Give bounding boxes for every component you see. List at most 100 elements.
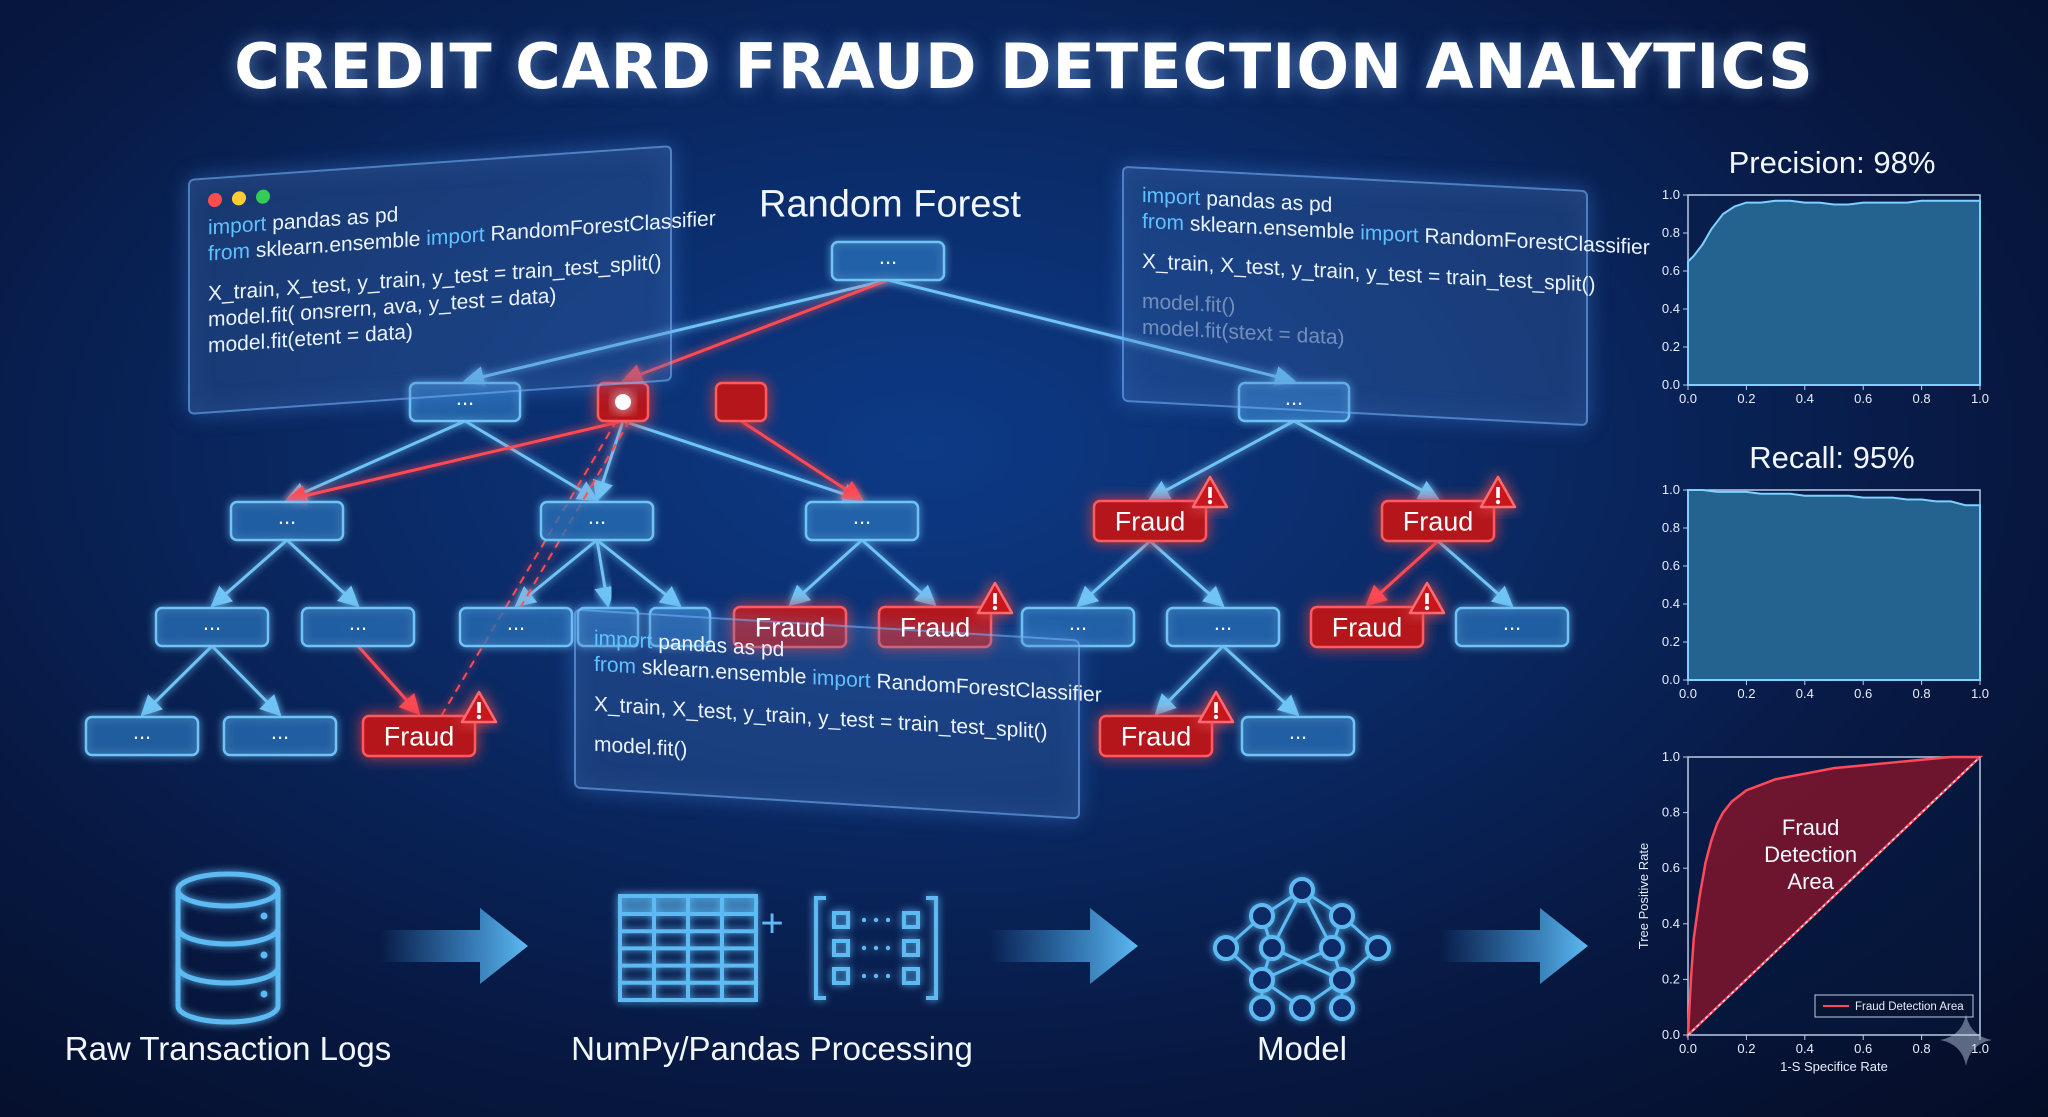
legend-box <box>1814 994 1974 1018</box>
tree-node <box>1240 715 1356 757</box>
x-tick-label: 0.8 <box>1913 1041 1931 1056</box>
tree-edge <box>140 644 214 717</box>
tree-node-label: ... <box>270 719 290 744</box>
x-tick-label: 0.8 <box>1913 686 1931 701</box>
warning-dot <box>1495 499 1501 505</box>
precision-chart-title: Precision: 98% <box>1728 145 1936 180</box>
y-tick-label: 0.8 <box>1662 520 1680 535</box>
warning-icon <box>1191 475 1229 509</box>
tree-node <box>714 381 768 423</box>
x-tick-label: 0.2 <box>1737 686 1755 701</box>
y-tick-label: 0.2 <box>1662 971 1680 986</box>
pipeline-label-processing: NumPy/Pandas Processing <box>571 1030 973 1067</box>
y-tick-label: 0.6 <box>1662 263 1680 278</box>
y-tick-label: 0.8 <box>1662 225 1680 240</box>
tree-node <box>154 606 270 648</box>
nn-node <box>1249 903 1275 929</box>
matrix-cell <box>832 939 850 957</box>
tree-edge <box>861 538 937 607</box>
tree-edge <box>1076 539 1152 608</box>
tree-edge <box>592 420 625 502</box>
tree-node <box>804 500 920 542</box>
legend-label: Fraud Detection Area <box>1855 1001 1964 1013</box>
y-tick-label: 0.0 <box>1662 1027 1680 1042</box>
tree-edge <box>462 278 889 387</box>
fraud-node-label: Fraud <box>1114 506 1186 537</box>
tree-node-label: ... <box>852 504 872 529</box>
x-tick-label: 0.0 <box>1679 391 1697 406</box>
tree-node <box>458 606 574 648</box>
tree-edge <box>621 278 889 385</box>
tree-node <box>576 606 640 648</box>
code-keyword: import <box>1142 183 1201 210</box>
tree-node-label: ... <box>277 504 297 529</box>
fraud-node <box>1380 499 1496 543</box>
fraud-node <box>1092 499 1208 543</box>
tree-node <box>1020 606 1136 648</box>
code-keyword: import <box>812 666 871 693</box>
minimize-dot-icon <box>232 190 246 206</box>
tree-node-label: ... <box>455 385 475 410</box>
fraud-node-label: Fraud <box>1331 612 1403 643</box>
matrix-dot <box>885 973 891 979</box>
tree-node-label: ... <box>1213 610 1233 635</box>
roc-annotation: Fraud <box>1782 815 1839 840</box>
tree-node <box>1237 381 1351 423</box>
y-tick-label: 0.2 <box>1662 339 1680 354</box>
roc-annotation: Area <box>1787 869 1834 894</box>
y-tick-label: 0.4 <box>1662 596 1680 611</box>
tree-edge <box>210 644 282 717</box>
x-tick-label: 0.4 <box>1796 1041 1814 1056</box>
tree-node-label: ... <box>202 610 222 635</box>
y-tick-label: 0.2 <box>1662 634 1680 649</box>
sparkle-shape <box>1940 1014 1992 1066</box>
tree-node-label: ... <box>587 504 607 529</box>
x-tick-label: 0.4 <box>1796 391 1814 406</box>
warning-bar <box>477 702 481 713</box>
tree-node-label: ... <box>348 610 368 635</box>
tree-edge <box>284 419 624 506</box>
tree-edge <box>788 538 864 607</box>
tree-node-label: ... <box>132 719 152 744</box>
warning-bar <box>993 593 997 604</box>
warning-bar <box>1208 487 1212 498</box>
x-tick-label: 1.0 <box>1971 1041 1989 1056</box>
tree-edge <box>594 539 616 609</box>
recall-chart-title: Recall: 95% <box>1749 440 1915 475</box>
y-tick-label: 0.6 <box>1662 860 1680 875</box>
sparkle-icon <box>1940 1014 1992 1066</box>
tree-edge <box>1149 539 1225 608</box>
y-tick-label: 0.8 <box>1662 805 1680 820</box>
tree-node-label: ... <box>1284 385 1304 410</box>
matrix-cell <box>902 967 920 985</box>
db-ring <box>175 927 281 947</box>
tree-node-label: ... <box>1288 719 1308 744</box>
tree-edge <box>1154 644 1225 716</box>
code-text: model.fit() <box>1142 289 1236 318</box>
warning-bar <box>1214 702 1218 713</box>
flow-arrow-icon <box>990 908 1138 984</box>
tree-node <box>222 715 338 757</box>
x-tick-label: 1.0 <box>1971 686 1989 701</box>
x-axis-label: 1-S Specifice Rate <box>1780 1059 1888 1074</box>
warning-dot <box>1424 605 1430 611</box>
flow-arrow-icon <box>380 908 528 984</box>
y-axis-label: Tree Positive Rate <box>1636 843 1651 949</box>
x-tick-label: 0.6 <box>1854 1041 1872 1056</box>
tree-node <box>1165 606 1281 648</box>
x-tick-label: 0.4 <box>1796 686 1814 701</box>
roc-annotation: Detection <box>1764 842 1857 867</box>
warning-icon <box>460 690 498 724</box>
code-keyword: import <box>426 223 485 251</box>
close-dot-icon <box>208 192 222 208</box>
nn-node <box>1249 995 1275 1021</box>
y-tick-label: 0.4 <box>1662 916 1680 931</box>
y-tick-label: 0.4 <box>1662 301 1680 316</box>
tree-node-label: ... <box>878 244 898 269</box>
neural-network-icon <box>1213 877 1391 1021</box>
tree-edge <box>356 644 421 716</box>
